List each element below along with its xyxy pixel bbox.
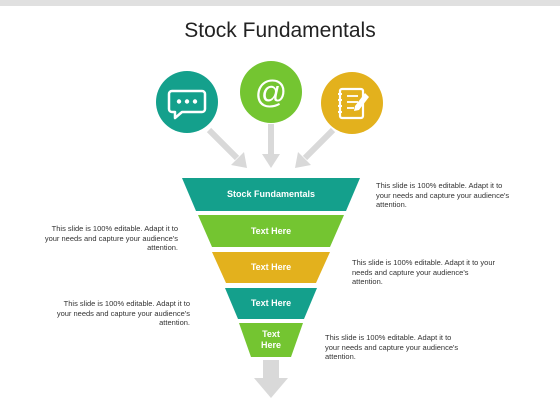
funnel-band-3: Text Here [212,252,330,283]
slide-title: Stock Fundamentals [184,19,376,42]
bottom-down-arrow [254,360,288,398]
funnel-band-2-label: Text Here [250,225,292,236]
right-diagonal-arrow [295,127,336,168]
notepad-pen-icon [321,72,383,134]
funnel-band-4: Text Here [225,288,317,319]
chat-bubble-icon [156,71,218,133]
at-symbol: @ [255,74,287,110]
at-sign-icon: @ [240,61,302,123]
funnel-band-1: Stock Fundamentals [182,178,360,211]
left-diagonal-arrow [206,127,247,168]
note-right-3: This slide is 100% editable. Adapt it to… [325,333,459,361]
funnel-band-5: Text Here [239,323,303,357]
note-left-2: This slide is 100% editable. Adapt it to… [56,299,190,327]
funnel-band-2: Text Here [198,215,344,247]
funnel-band-5-label: Text Here [260,329,281,350]
funnel-band-1-label: Stock Fundamentals [226,189,316,199]
center-down-arrow [262,124,280,168]
note-right-2: This slide is 100% editable. Adapt it to… [352,258,495,286]
funnel-band-3-label: Text Here [250,262,292,272]
funnel-band-4-label: Text Here [250,298,292,308]
top-band [0,0,560,6]
note-left-1: This slide is 100% editable. Adapt it to… [44,224,178,252]
note-right-1: This slide is 100% editable. Adapt it to… [376,181,510,209]
